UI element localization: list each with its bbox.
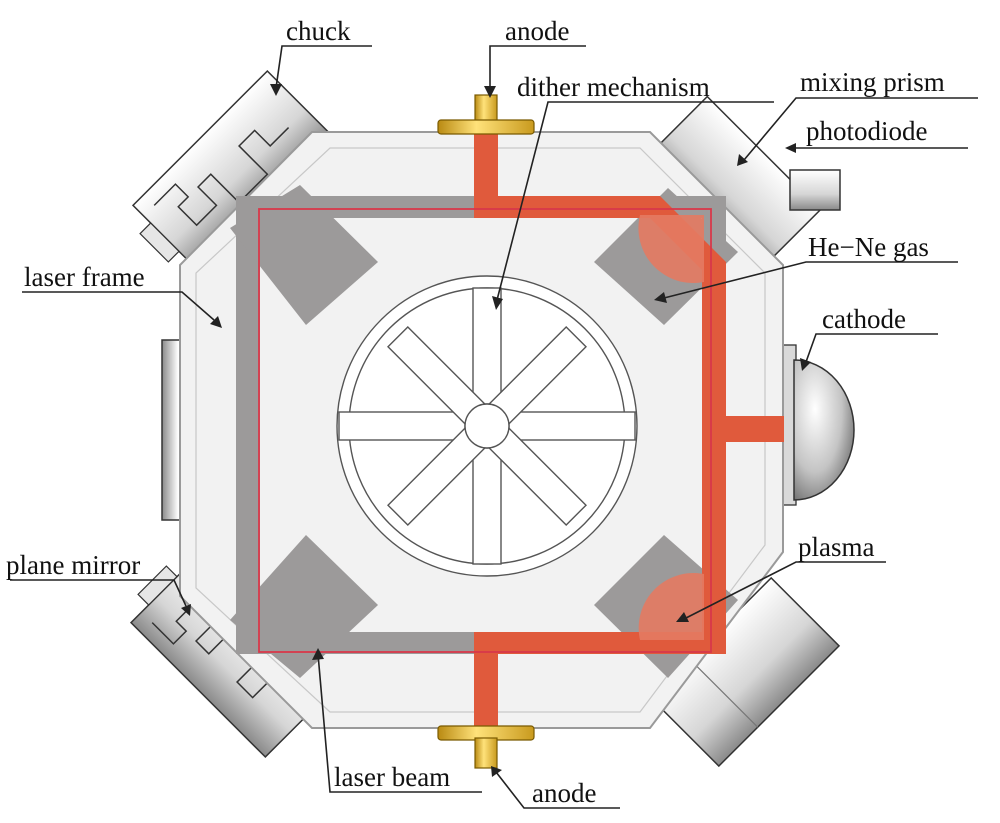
label-dither-mechanism: dither mechanism (517, 72, 710, 102)
laser-beam-outline (258, 208, 712, 653)
label-photodiode: photodiode (806, 116, 928, 146)
anode-bottom-electrode (437, 725, 535, 769)
label-anode-bottom: anode (532, 778, 596, 808)
laser-frame-inner (195, 147, 766, 713)
dither-mechanism (336, 275, 638, 577)
leader-plane-mirror (10, 579, 187, 607)
leader-anode-top (489, 45, 586, 92)
dither-spokes (338, 287, 636, 565)
leader-he-ne-gas (663, 261, 958, 299)
photodiode (789, 169, 841, 211)
leader-laser-frame (22, 291, 215, 321)
leader-plasma (685, 561, 886, 619)
label-mixing-prism: mixing prism (800, 67, 945, 97)
label-laser-frame: laser frame (24, 262, 145, 292)
label-plane-mirror: plane mirror (6, 550, 140, 580)
plasma-bottom-right (638, 573, 704, 640)
leader-anode-bottom (495, 771, 620, 809)
plasma-top-right (638, 215, 704, 284)
leader-laser-beam (317, 653, 482, 793)
label-chuck: chuck (286, 16, 351, 46)
label-laser-beam: laser beam (334, 762, 450, 792)
label-plasma: plasma (798, 532, 874, 562)
leader-chuck (275, 45, 372, 89)
leader-lines (10, 45, 978, 809)
anode-top-electrode (437, 94, 535, 135)
label-he-ne-gas: He−Ne gas (808, 232, 929, 262)
leader-mixing-prism (743, 97, 978, 161)
label-anode-top: anode (505, 16, 569, 46)
label-cathode: cathode (822, 304, 906, 334)
leader-dither (496, 101, 774, 301)
cathode (781, 344, 855, 506)
leader-cathode (805, 333, 938, 363)
